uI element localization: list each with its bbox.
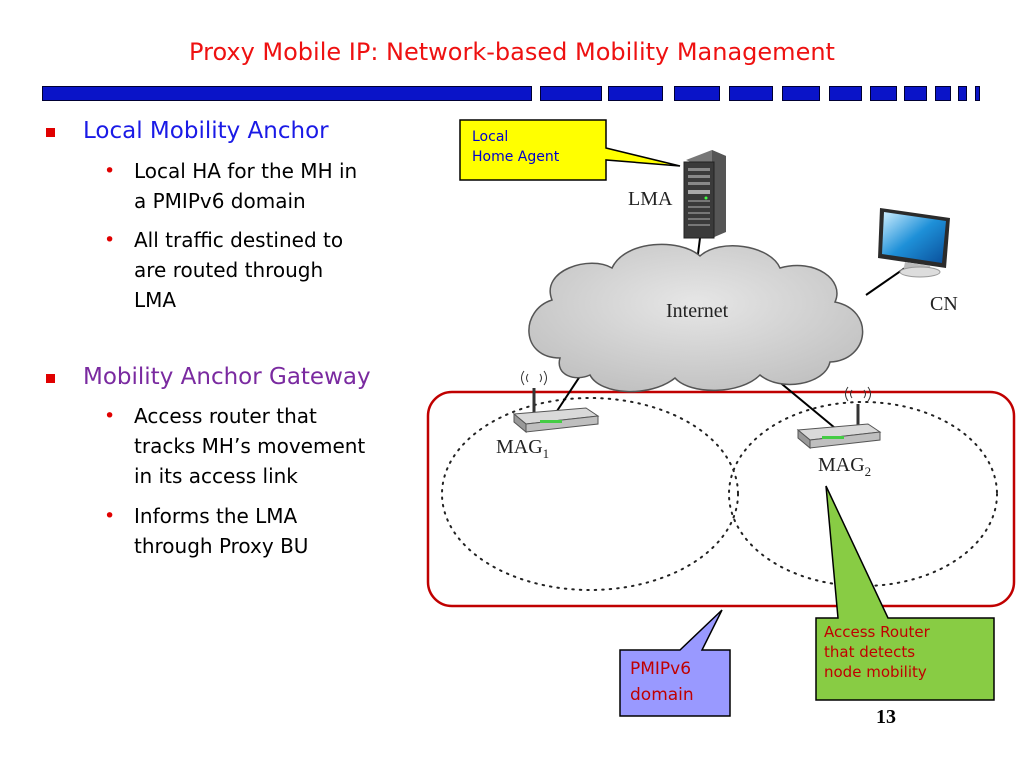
- lma-heading: Local Mobility Anchor: [83, 118, 329, 144]
- callout-lha-text: Local Home Agent: [472, 127, 559, 167]
- callout-pmipv6-domain: [619, 609, 731, 717]
- dot-bullet-icon: •: [104, 160, 116, 182]
- text-line: LMA: [134, 288, 177, 312]
- text-line: All traffic destined to: [134, 228, 344, 252]
- mag-heading: Mobility Anchor Gateway: [83, 364, 371, 390]
- dot-bullet-icon: •: [104, 505, 116, 527]
- text-line: tracks MH’s movement: [134, 434, 366, 458]
- lma-item-1: Local HA for the MH in a PMIPv6 domain: [134, 156, 434, 216]
- dot-bullet-icon: •: [104, 229, 116, 251]
- mag1-coverage-area: [441, 397, 739, 591]
- mag1-label: MAG1: [496, 436, 549, 462]
- text-line: Access router that: [134, 404, 317, 428]
- mag2-router-icon: [796, 386, 882, 450]
- mag2-label-subscript: 2: [864, 464, 872, 479]
- callout-line: that detects: [824, 643, 916, 661]
- lma-item-2: All traffic destined to are routed throu…: [134, 225, 434, 315]
- dot-bullet-icon: •: [104, 405, 116, 427]
- lma-server-icon: [683, 150, 726, 239]
- text-line: Local HA for the MH in: [134, 159, 358, 183]
- text-line: through Proxy BU: [134, 534, 309, 558]
- mag-item-2: Informs the LMA through Proxy BU: [134, 501, 434, 561]
- mag-item-1: Access router that tracks MH’s movement …: [134, 401, 434, 491]
- callout-ar-text: Access Router that detects node mobility: [824, 622, 930, 682]
- mag1-label-text: MAG: [496, 436, 543, 458]
- mag2-coverage-area: [728, 401, 998, 587]
- internet-cloud: [528, 243, 864, 393]
- lma-label: LMA: [628, 188, 673, 210]
- callout-line: node mobility: [824, 663, 927, 681]
- cn-label: CN: [930, 293, 958, 315]
- mag2-label: MAG2: [818, 454, 871, 480]
- text-line: in its access link: [134, 464, 298, 488]
- text-line: Informs the LMA: [134, 504, 298, 528]
- callout-line: Local: [472, 129, 509, 145]
- callout-line: Home Agent: [472, 149, 560, 165]
- page-number: 13: [876, 706, 896, 728]
- callout-pmip-text: PMIPv6 domain: [630, 656, 694, 708]
- callout-access-router: [815, 485, 995, 701]
- cn-monitor-icon: [878, 208, 950, 278]
- callout-line: Access Router: [824, 623, 930, 641]
- square-bullet-icon: [46, 374, 55, 383]
- square-bullet-icon: [46, 128, 55, 137]
- internet-label: Internet: [666, 300, 729, 322]
- text-line: a PMIPv6 domain: [134, 189, 306, 213]
- callout-local-home-agent: [459, 119, 681, 181]
- slide-title: Proxy Mobile IP: Network-based Mobility …: [189, 38, 835, 66]
- text-line: are routed through: [134, 258, 324, 282]
- pmipv6-domain-box: [426, 390, 1016, 608]
- link-internet-cn: [865, 267, 906, 296]
- mag2-label-text: MAG: [818, 454, 865, 476]
- mag1-router-icon: [512, 370, 600, 434]
- callout-line: PMIPv6: [630, 659, 692, 679]
- mag1-label-subscript: 1: [542, 446, 550, 461]
- callout-line: domain: [630, 685, 694, 705]
